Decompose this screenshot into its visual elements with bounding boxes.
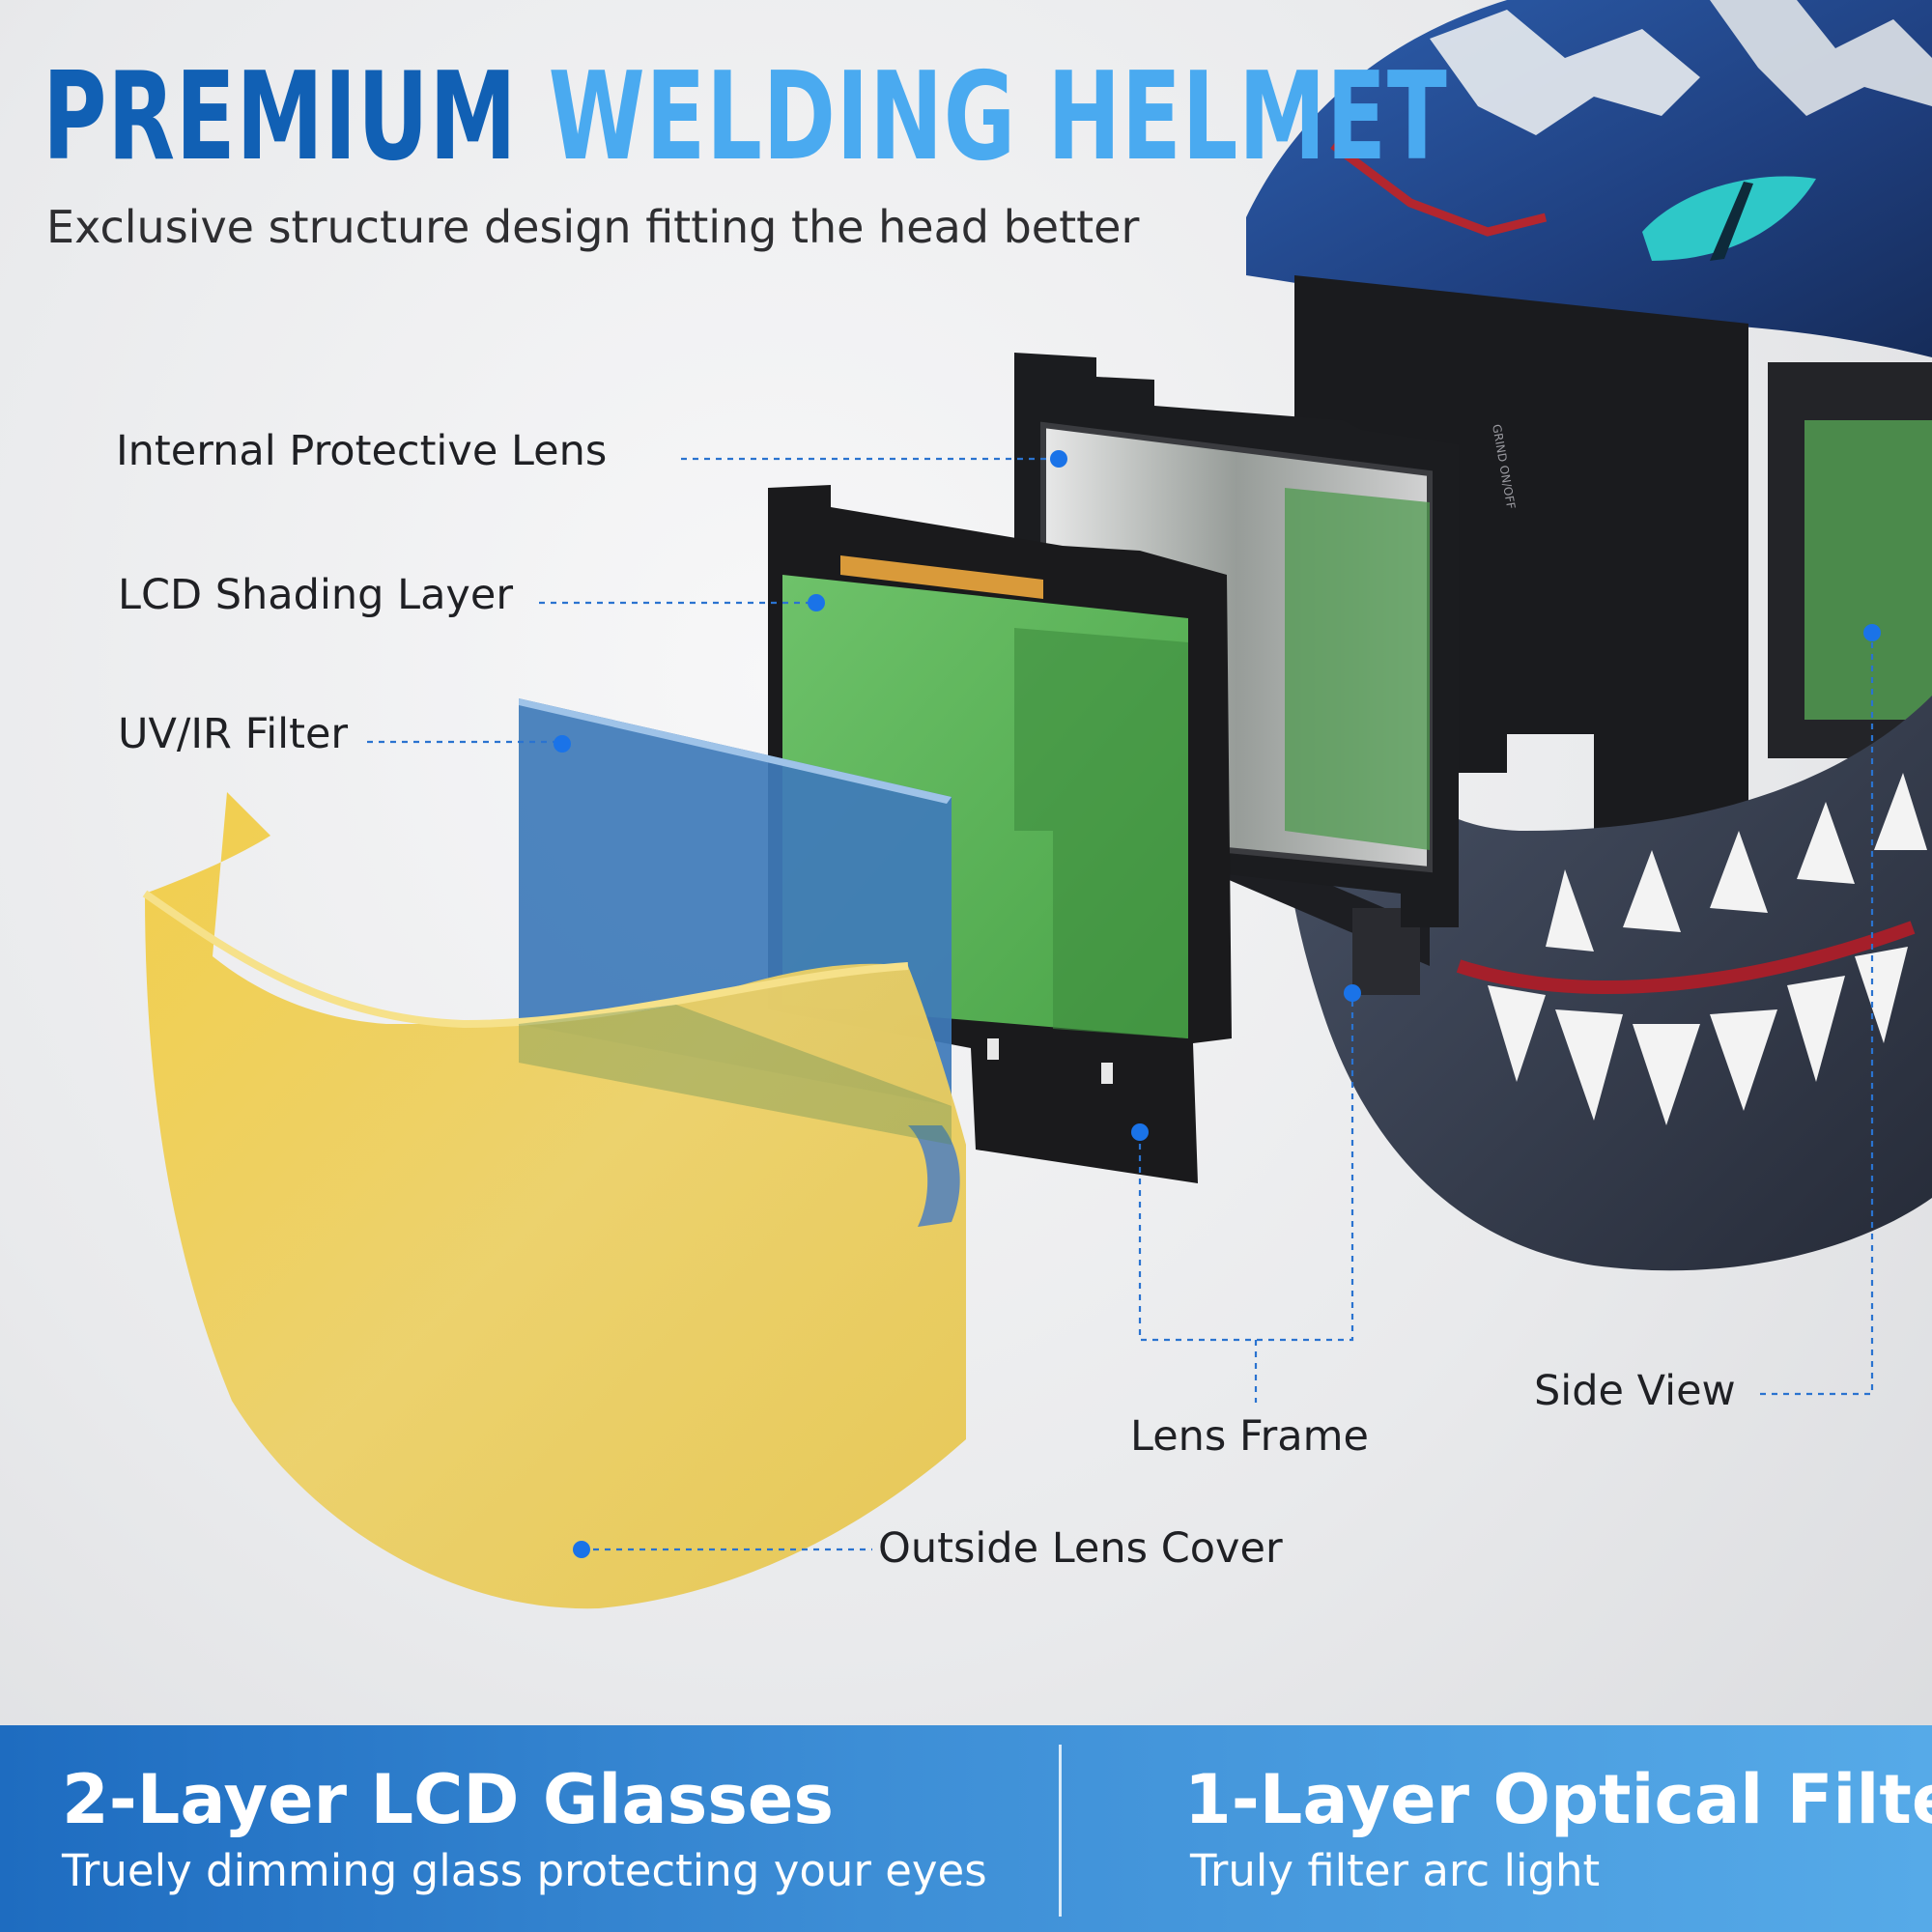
lcd-amber-sensor [840, 555, 1043, 599]
callout-dot [554, 735, 571, 753]
outside-cover-tab [908, 1125, 960, 1227]
helmet-graphic-white-2 [1710, 0, 1932, 116]
callout-dot [1863, 624, 1881, 641]
helmet-teeth [1488, 773, 1927, 1125]
outside-cover-shield [145, 792, 966, 1609]
internal-lens-green-tint [1285, 488, 1430, 850]
callout-dot [1050, 450, 1067, 468]
helmet-red-stroke [1330, 141, 1548, 237]
headline-premium: PREMIUM [43, 45, 518, 187]
label-internal-protective-lens: Internal Protective Lens [116, 427, 608, 475]
outside-cover-rim [142, 890, 909, 1029]
banner-divider [1059, 1745, 1062, 1917]
callout-dot [573, 1541, 590, 1558]
helmet-eye-pupil [1710, 182, 1753, 261]
line-side-view [1760, 633, 1874, 1396]
feature-lcd-desc: Truely dimming glass protecting your eye… [62, 1845, 987, 1896]
feature-filter-desc: Truly filter arc light [1190, 1845, 1601, 1896]
label-outside-lens-cover: Outside Lens Cover [878, 1524, 1283, 1573]
callout-lines [367, 457, 1874, 1551]
callout-dot [1344, 984, 1361, 1002]
helmet-side-view [1227, 0, 1932, 1271]
lcd-slot-1 [987, 1038, 999, 1060]
subtitle: Exclusive structure design fitting the h… [46, 201, 1140, 253]
outside-lens-cover [142, 792, 966, 1609]
callout-dots [554, 450, 1881, 1558]
headline-welding-helmet: WELDING HELMET [548, 45, 1448, 187]
headline: PREMIUM WELDING HELMET [43, 56, 1447, 178]
label-lcd-shading-layer: LCD Shading Layer [118, 571, 514, 619]
label-lens-frame: Lens Frame [1130, 1412, 1369, 1461]
feature-filter-title: 1-Layer Optical Filter [1184, 1760, 1932, 1839]
feature-lcd-title: 2-Layer LCD Glasses [62, 1760, 835, 1839]
helmet-graphic-white [1430, 10, 1700, 135]
helmet-side-window-glass [1804, 420, 1932, 720]
outside-cover-overlap-green [519, 1005, 952, 1145]
lcd-inner-panel [1014, 628, 1188, 1038]
callout-dot [1131, 1123, 1149, 1141]
lcd-slot-2 [1101, 1063, 1113, 1084]
callout-dot [808, 594, 825, 611]
label-uv-ir-filter: UV/IR Filter [118, 710, 349, 758]
line-lens-frame [1138, 993, 1354, 1342]
feature-banner: 2-Layer LCD Glasses Truely dimming glass… [0, 1725, 1932, 1932]
helmet-jaw [1282, 628, 1932, 1271]
label-side-view: Side View [1534, 1367, 1736, 1415]
uv-filter-edge [519, 698, 952, 804]
helmet-mouth-red [1456, 921, 1916, 995]
helmet-top-shell [1246, 0, 1932, 357]
